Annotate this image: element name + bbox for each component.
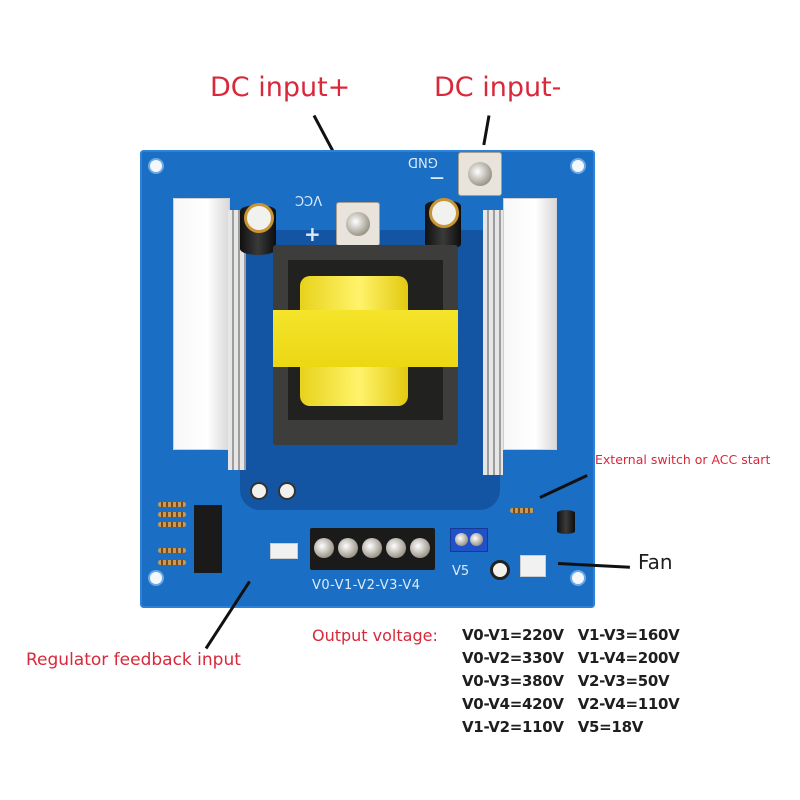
right-heatsink <box>503 198 557 450</box>
regulator-feedback-label: Regulator feedback input <box>26 650 241 670</box>
voltage-row: V0-V2=330V V1-V4=200V <box>462 647 693 670</box>
fan-label: Fan <box>638 550 673 574</box>
gnd-terminal <box>458 152 502 196</box>
mounting-hole <box>150 160 162 172</box>
v5-terminal <box>450 528 488 552</box>
voltage-value: V1-V2=110V <box>462 718 564 736</box>
terminal-labels-silkscreen: V0-V1-V2-V3-V4 <box>312 578 421 593</box>
dc-input-plus-label: DC input+ <box>210 72 351 103</box>
screw-icon <box>338 538 358 558</box>
voltage-row: V1-V2=110V V5=18V <box>462 716 693 739</box>
output-voltage-label: Output voltage: <box>312 626 438 645</box>
right-heatsink-fins <box>483 210 503 475</box>
gnd-silkscreen: GND <box>408 154 438 169</box>
resistor <box>158 502 186 507</box>
resistor <box>158 522 186 527</box>
voltage-value: V5=18V <box>577 718 644 736</box>
capacitor-top <box>244 203 274 233</box>
capacitor-top <box>429 198 459 228</box>
resistor <box>158 512 186 517</box>
output-terminal-block <box>310 528 435 570</box>
transformer-tape <box>273 310 458 367</box>
led <box>490 560 510 580</box>
screw-icon <box>410 538 430 558</box>
minus-silkscreen: — <box>430 170 444 186</box>
left-heatsink-fins <box>228 210 246 470</box>
pcb-board: VCC GND + — V0-V1-V2-V3-V4 <box>140 150 595 608</box>
voltage-value: V1-V3=160V <box>577 626 680 644</box>
left-heatsink <box>173 198 230 450</box>
voltage-value: V2-V4=110V <box>577 695 680 713</box>
screw-icon <box>362 538 382 558</box>
voltage-row: V0-V1=220V V1-V3=160V <box>462 624 693 647</box>
voltage-value: V0-V3=380V <box>462 672 564 690</box>
ic-chip <box>194 505 222 573</box>
screw-icon <box>314 538 334 558</box>
plus-silkscreen: + <box>304 222 321 246</box>
screw-icon <box>468 162 492 186</box>
vcc-silkscreen: VCC <box>295 192 323 207</box>
vcc-terminal <box>336 202 380 246</box>
screw-icon <box>470 533 483 546</box>
resistor <box>510 508 534 513</box>
feedback-connector <box>270 543 298 559</box>
dc-input-minus-arrow <box>482 115 491 146</box>
mounting-hole <box>150 572 162 584</box>
fan-connector <box>520 555 546 577</box>
capacitor <box>557 510 575 534</box>
small-capacitor <box>250 482 268 500</box>
voltage-row: V0-V3=380V V2-V3=50V <box>462 670 693 693</box>
dc-input-minus-label: DC input- <box>434 72 562 103</box>
voltage-value: V0-V1=220V <box>462 626 564 644</box>
voltage-value: V1-V4=200V <box>577 649 680 667</box>
external-switch-label: External switch or ACC start <box>595 452 771 467</box>
resistor <box>158 560 186 565</box>
v5-silkscreen: V5 <box>452 564 470 579</box>
voltage-value: V2-V3=50V <box>577 672 670 690</box>
voltage-value: V0-V2=330V <box>462 649 564 667</box>
resistor <box>158 548 186 553</box>
voltage-row: V0-V4=420V V2-V4=110V <box>462 693 693 716</box>
screw-icon <box>455 533 468 546</box>
mounting-hole <box>572 160 584 172</box>
mounting-hole <box>572 572 584 584</box>
screw-icon <box>386 538 406 558</box>
output-voltage-table: V0-V1=220V V1-V3=160V V0-V2=330V V1-V4=2… <box>462 624 693 739</box>
screw-icon <box>346 212 370 236</box>
small-capacitor <box>278 482 296 500</box>
voltage-value: V0-V4=420V <box>462 695 564 713</box>
